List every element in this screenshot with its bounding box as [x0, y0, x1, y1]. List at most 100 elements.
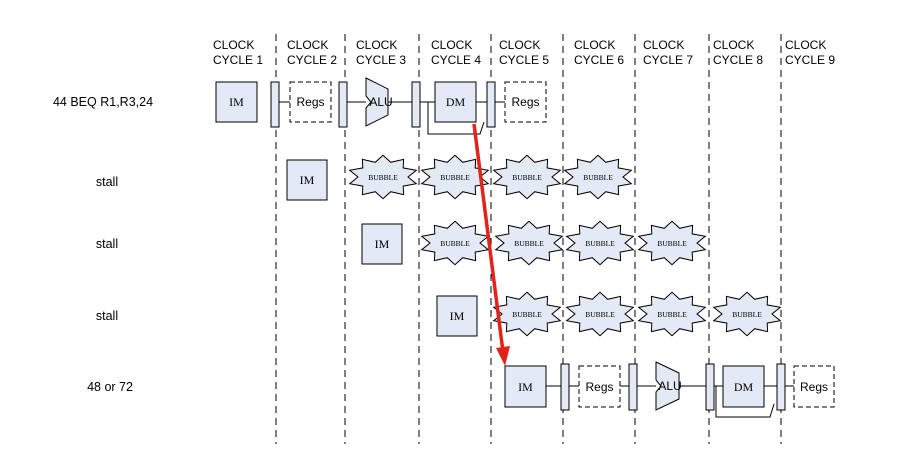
row-label-stall-1: stall — [96, 175, 118, 189]
im-stage-label: IM — [450, 309, 465, 323]
row-labels: 44 BEQ R1,R3,24 stall stall stall 48 or … — [53, 95, 153, 394]
row-label-stall-3: stall — [96, 309, 118, 323]
im-stage — [286, 159, 328, 201]
cycle-3-line2: CYCLE 3 — [356, 53, 406, 67]
stall-1-row: IM — [286, 159, 328, 201]
bubble-starburst — [637, 291, 707, 337]
stall-2-row: IM — [361, 223, 403, 265]
im-stage — [504, 365, 547, 408]
bubbles: BUBBLE BUBBLE BUBBLE BUBBLE BUBBLE BUBBLE BUBB… — [348, 154, 782, 337]
dm-stage — [722, 365, 765, 408]
cycle-6-line1: CLOCK — [574, 38, 615, 52]
bubble: BUBBLE — [348, 154, 418, 200]
pipeline-register — [560, 363, 570, 411]
regs-stage-label: Regs — [296, 95, 324, 109]
dm-bypass-line — [715, 386, 775, 418]
bubble-label: BUBBLE — [585, 239, 615, 248]
regs-stage-label: Regs — [800, 380, 828, 394]
bubble: BUBBLE — [420, 220, 490, 266]
alu-stage-label: ALU — [658, 379, 681, 393]
cycle-5-line2: CYCLE 5 — [499, 53, 549, 67]
bubble-starburst — [348, 154, 418, 200]
bubble-label: BUBBLE — [732, 310, 762, 319]
cycle-1-line2: CYCLE 1 — [213, 53, 263, 67]
pipeline-register — [338, 81, 348, 128]
cycle-2-line2: CYCLE 2 — [287, 53, 337, 67]
bubble-starburst — [492, 291, 562, 337]
cycle-8-line2: CYCLE 8 — [713, 53, 763, 67]
bubble-starburst — [565, 220, 635, 266]
bubble-starburst — [712, 291, 782, 337]
pipeline-register — [411, 81, 421, 128]
row-label-48-or-72: 48 or 72 — [87, 380, 133, 394]
branch-arrow-shaft — [472, 123, 505, 353]
cycle-7-line1: CLOCK — [643, 38, 684, 52]
alu-stage-label: ALU — [369, 95, 392, 109]
bubble: BUBBLE — [565, 291, 635, 337]
regs-stage — [793, 365, 835, 408]
cycle-6-line2: CYCLE 6 — [574, 53, 624, 67]
cycle-3-line1: CLOCK — [356, 38, 397, 52]
bubble: BUBBLE — [492, 291, 562, 337]
cycle-7-line2: CYCLE 7 — [643, 53, 693, 67]
im-stage-label: IM — [518, 380, 533, 394]
bubble-label: BUBBLE — [583, 173, 613, 182]
regs-stage — [289, 81, 332, 123]
bubble: BUBBLE — [494, 220, 564, 266]
regs-stage-label: Regs — [585, 380, 613, 394]
bubble-label: BUBBLE — [512, 173, 542, 182]
cycle-headers: CLOCK CYCLE 1 CLOCK CYCLE 2 CLOCK CYCLE … — [213, 38, 835, 67]
bubble: BUBBLE — [565, 220, 635, 266]
dm-stage — [434, 81, 477, 123]
bubble: BUBBLE — [637, 220, 707, 266]
cycle-4-line2: CYCLE 4 — [431, 53, 481, 67]
pipeline-register — [628, 363, 638, 411]
bubble-starburst — [492, 154, 562, 200]
im-stage-label: IM — [229, 95, 244, 109]
regs-stage-label: Regs — [511, 95, 539, 109]
bubble-label: BUBBLE — [514, 239, 544, 248]
bubble-label: BUBBLE — [657, 239, 687, 248]
bubble-label: BUBBLE — [440, 239, 470, 248]
pipeline-register — [705, 363, 715, 411]
bubble-starburst — [563, 154, 633, 200]
bubble: BUBBLE — [637, 291, 707, 337]
im-stage — [436, 295, 478, 337]
regs-stage — [504, 81, 547, 123]
beq-pipeline: IM Regs ALU DM Regs — [215, 77, 547, 135]
bubble: BUBBLE — [712, 291, 782, 337]
dm-bypass-line — [427, 102, 485, 135]
branch-arrow-head — [496, 346, 510, 366]
bubble-starburst — [565, 291, 635, 337]
im-stage — [215, 81, 258, 123]
stall-3-row: IM — [436, 295, 478, 337]
cycle-2-line1: CLOCK — [287, 38, 328, 52]
alu-stage — [655, 361, 680, 411]
im-stage — [361, 223, 403, 265]
bubble-label: BUBBLE — [440, 173, 470, 182]
dm-stage-label: DM — [734, 380, 754, 394]
row-label-beq: 44 BEQ R1,R3,24 — [53, 95, 153, 109]
cycle-9-line1: CLOCK — [785, 38, 826, 52]
bubble-starburst — [637, 220, 707, 266]
bubble-label: BUBBLE — [585, 310, 615, 319]
bubble: BUBBLE — [492, 154, 562, 200]
alu-stage — [365, 77, 389, 127]
cycle-9-line2: CYCLE 9 — [785, 53, 835, 67]
bubble-label: BUBBLE — [368, 173, 398, 182]
cycle-1-line1: CLOCK — [213, 38, 254, 52]
bubble-starburst — [420, 220, 490, 266]
bubble-label: BUBBLE — [657, 310, 687, 319]
regs-stage — [578, 365, 621, 408]
dm-stage-label: DM — [446, 95, 466, 109]
row-label-stall-2: stall — [96, 237, 118, 251]
target-pipeline: IM Regs ALU DM Regs — [504, 361, 835, 418]
cycle-4-line1: CLOCK — [431, 38, 472, 52]
bubble-label: BUBBLE — [512, 310, 542, 319]
pipeline-register — [270, 81, 280, 128]
branch-arrow — [472, 123, 510, 366]
bubble: BUBBLE — [563, 154, 633, 200]
im-stage-label: IM — [300, 173, 315, 187]
